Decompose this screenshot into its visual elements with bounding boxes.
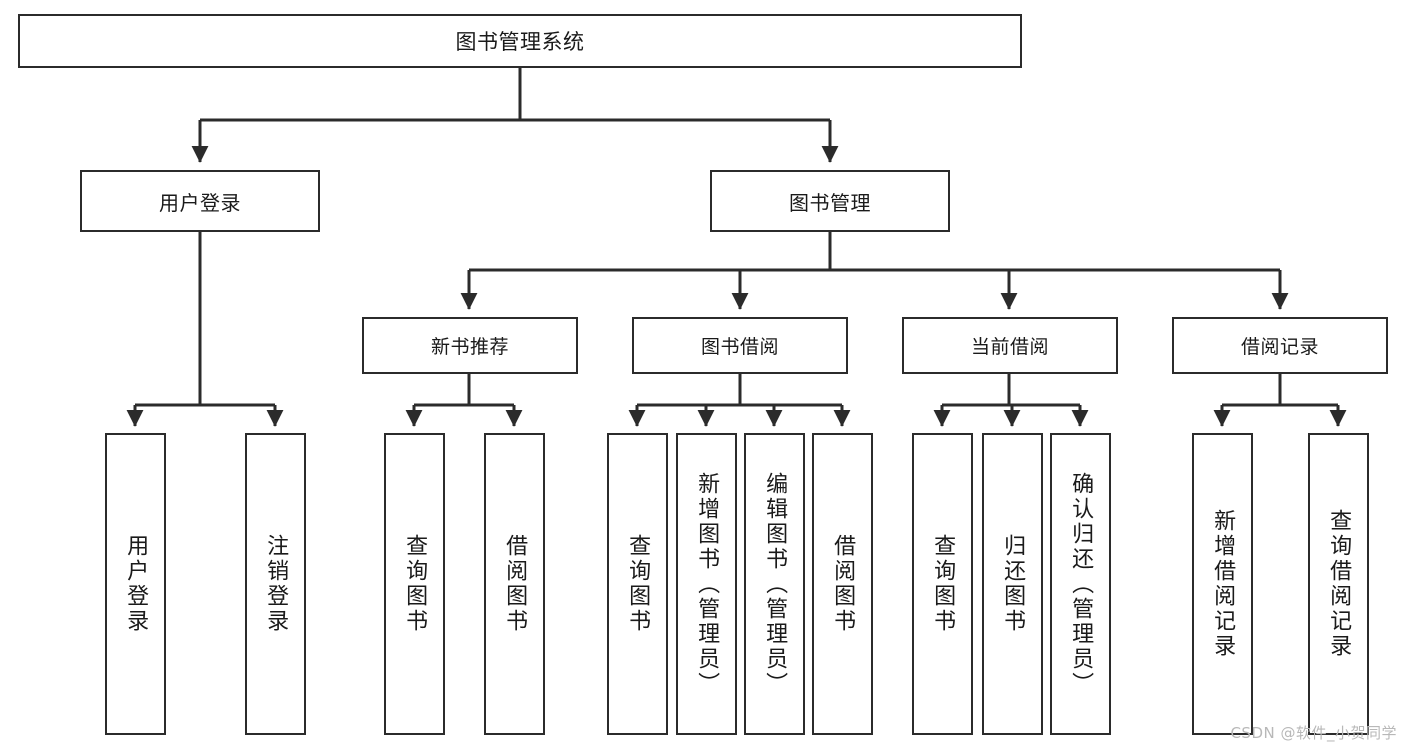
leaf-borrow-borrow-book[interactable]: 借阅图书: [812, 433, 873, 735]
node-label: 借阅图书: [502, 534, 528, 634]
node-label: 查询图书: [625, 534, 651, 634]
leaf-new-book-borrow[interactable]: 借阅图书: [484, 433, 545, 735]
node-borrow-record[interactable]: 借阅记录: [1172, 317, 1388, 374]
node-label: 图书借阅: [700, 336, 779, 358]
node-label: 编辑图书（管理员）: [762, 471, 788, 697]
leaf-user-login[interactable]: 用户登录: [105, 433, 166, 735]
node-user-login[interactable]: 用户登录: [80, 170, 320, 232]
leaf-borrow-query-book[interactable]: 查询图书: [607, 433, 668, 735]
node-current-borrow[interactable]: 当前借阅: [902, 317, 1118, 374]
node-label: 借阅图书: [830, 534, 856, 634]
node-label: 新增借阅记录: [1210, 509, 1236, 659]
node-label: 用户登录: [123, 534, 149, 634]
node-label: 查询借阅记录: [1326, 509, 1352, 659]
node-root-system[interactable]: 图书管理系统: [18, 14, 1022, 68]
leaf-borrow-edit-book[interactable]: 编辑图书（管理员）: [744, 433, 805, 735]
node-new-book-recommend[interactable]: 新书推荐: [362, 317, 578, 374]
leaf-record-add[interactable]: 新增借阅记录: [1192, 433, 1253, 735]
leaf-current-confirm-return[interactable]: 确认归还（管理员）: [1050, 433, 1111, 735]
leaf-record-query[interactable]: 查询借阅记录: [1308, 433, 1369, 735]
node-book-borrow[interactable]: 图书借阅: [632, 317, 848, 374]
node-book-manage[interactable]: 图书管理: [710, 170, 950, 232]
node-label: 用户登录: [159, 190, 241, 215]
node-label: 注销登录: [263, 534, 289, 634]
leaf-user-logout[interactable]: 注销登录: [245, 433, 306, 735]
node-label: 查询图书: [402, 534, 428, 634]
node-label: 当前借阅: [970, 336, 1049, 358]
leaf-current-query-book[interactable]: 查询图书: [912, 433, 973, 735]
leaf-new-book-query[interactable]: 查询图书: [384, 433, 445, 735]
node-label: 新书推荐: [430, 336, 509, 358]
node-label: 确认归还（管理员）: [1068, 471, 1094, 697]
leaf-borrow-add-book[interactable]: 新增图书（管理员）: [676, 433, 737, 735]
node-label: 新增图书（管理员）: [694, 471, 720, 697]
node-label: 归还图书: [1000, 534, 1026, 634]
node-label: 查询图书: [930, 534, 956, 634]
node-label: 图书管理: [789, 190, 871, 215]
node-label: 借阅记录: [1240, 336, 1319, 358]
node-label: 图书管理系统: [455, 30, 585, 54]
leaf-current-return-book[interactable]: 归还图书: [982, 433, 1043, 735]
